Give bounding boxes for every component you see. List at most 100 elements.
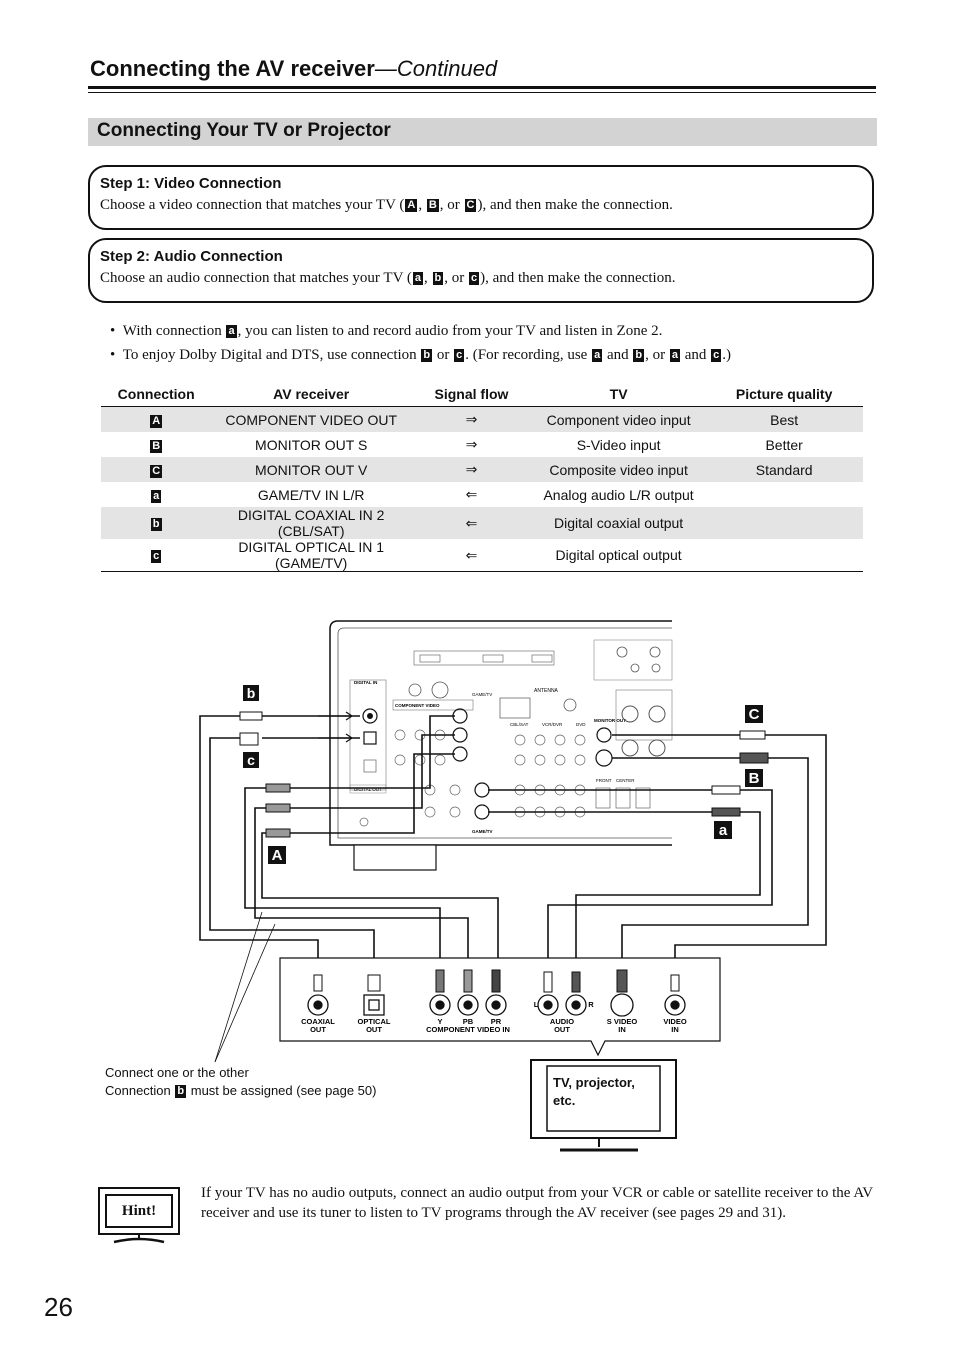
front-label: FRONT	[596, 778, 612, 783]
digital-in-label: DIGITAL IN	[354, 680, 377, 685]
page-header-title: Connecting the AV receiver—Continued	[90, 56, 498, 81]
diagram-tags: b c A C B a	[243, 685, 763, 864]
table-cell: S-Video input	[576, 436, 661, 453]
video-in-label-2: IN	[671, 1025, 679, 1034]
diagram-tag-C: C	[749, 706, 760, 723]
step2-text: Choose an audio connection that matches …	[100, 270, 676, 286]
table-row: b DIGITAL COAXIAL IN 2 (CBL/SAT) ⇐ Digit…	[101, 507, 863, 539]
conn-tag: c	[151, 550, 162, 563]
y-label: Y	[437, 1017, 442, 1026]
th-connection: Connection	[101, 382, 212, 407]
table-row: a GAME/TV IN L/R ⇐ Analog audio L/R outp…	[101, 482, 863, 507]
note-leader-lines	[214, 911, 276, 1063]
step2-title: Step 2: Audio Connection	[100, 248, 283, 265]
diagram-tag-b: b	[247, 685, 256, 701]
diagram-tag-A: A	[272, 847, 283, 864]
tv-icon	[530, 1059, 677, 1152]
table-cell: ⇒	[411, 406, 532, 432]
component-video-in-label: COMPONENT VIDEO IN	[426, 1025, 510, 1034]
pb-label: PB	[463, 1017, 474, 1026]
table-cell: DIGITAL COAXIAL IN 2 (CBL/SAT)	[211, 507, 412, 539]
table-cell: MONITOR OUT S	[255, 436, 368, 453]
tv-connector-panel: COAXIAL OUT OPTICAL OUT Y PB PR COMPONEN…	[279, 957, 721, 1057]
audio-out-label-2: OUT	[554, 1025, 570, 1034]
cable-plugs	[239, 711, 769, 838]
svideo-in-label: S VIDEO	[607, 1017, 638, 1026]
diagram-tag-a: a	[719, 822, 728, 839]
cables	[199, 715, 827, 975]
component-video-label: COMPONENT VIDEO	[395, 703, 440, 708]
hint-text: If your TV has no audio outputs, connect…	[201, 1185, 873, 1221]
table-cell	[705, 539, 863, 572]
tag-a: a	[412, 272, 423, 285]
bullet-dolby: • To enjoy Dolby Digital and DTS, use co…	[110, 347, 732, 363]
th-av-receiver: AV receiver	[211, 382, 412, 407]
table-cell: ⇐	[411, 539, 532, 572]
table-cell: Analog audio L/R output	[543, 486, 694, 503]
tag-C: C	[464, 199, 477, 212]
th-tv: TV	[531, 382, 706, 407]
table-row: B MONITOR OUT S ⇒ S-Video input Better	[101, 432, 863, 457]
coaxial-out-label-2: OUT	[310, 1025, 326, 1034]
header-rule-thick	[88, 86, 876, 89]
section-title: Connecting Your TV or Projector	[97, 120, 391, 141]
pr-label: PR	[491, 1017, 502, 1026]
table-cell: GAME/TV IN L/R	[257, 486, 365, 503]
coaxial-out-label: COAXIAL	[301, 1017, 335, 1026]
game-tv-top-label: GAME/TV	[472, 692, 492, 697]
note-line1: Connect one or the other	[105, 1065, 249, 1080]
table-header-row: Connection AV receiver Signal flow TV Pi…	[101, 382, 863, 407]
digital-out-label: DIGITAL OUT	[354, 787, 382, 792]
step1-text: Choose a video connection that matches y…	[100, 197, 673, 213]
table-row: C MONITOR OUT V ⇒ Composite video input …	[101, 457, 863, 482]
step2-box: Step 2: Audio Connection Choose an audio…	[88, 238, 874, 303]
conn-tag: C	[150, 464, 163, 478]
tag-B: B	[426, 199, 439, 212]
conn-tag: a	[151, 489, 162, 503]
header-rule-thin	[88, 92, 876, 93]
monitor-out-label: MONITOR OUT	[594, 718, 626, 723]
note-connect-one: Connect one or the other Connection b mu…	[105, 1064, 376, 1100]
tag-b: b	[432, 272, 444, 285]
table-cell: Component video input	[531, 406, 706, 432]
table-cell: ⇐	[465, 486, 478, 502]
flow-arrows	[318, 711, 354, 743]
table-cell: Digital coaxial output	[531, 507, 706, 539]
table-cell: Digital optical output	[531, 539, 706, 572]
cbl-sat-label: CBL/SAT	[510, 722, 529, 727]
r-label: R	[588, 1000, 594, 1009]
connection-table: Connection AV receiver Signal flow TV Pi…	[101, 382, 863, 572]
antenna-label: ANTENNA	[534, 688, 559, 694]
receiver-rear-panel: DIGITAL IN DIGITAL OUT COMPONENT VIDEO G…	[329, 620, 673, 871]
hint-label: Hint!	[105, 1194, 173, 1228]
page-header-suffix: —Continued	[374, 56, 498, 81]
video-in-label: VIDEO	[663, 1017, 687, 1026]
optical-out-label: OPTICAL	[358, 1017, 391, 1026]
conn-tag: B	[150, 439, 163, 453]
conn-tag: A	[150, 414, 163, 428]
vcr-dvr-label: VCR/DVR	[542, 722, 563, 727]
diagram-tag-B: B	[749, 770, 760, 787]
svideo-in-label-2: IN	[618, 1025, 626, 1034]
table-cell: COMPONENT VIDEO OUT	[211, 406, 412, 432]
optical-out-label-2: OUT	[366, 1025, 382, 1034]
tag-c: c	[468, 272, 480, 285]
dvd-label: DVD	[576, 722, 586, 727]
table-cell: Composite video input	[531, 457, 706, 482]
step1-box: Step 1: Video Connection Choose a video …	[88, 165, 874, 230]
table-cell: MONITOR OUT V	[211, 457, 412, 482]
table-cell	[705, 507, 863, 539]
audio-out-label: AUDIO	[550, 1017, 574, 1026]
table-cell: Better	[765, 436, 803, 453]
page-number: 26	[44, 1292, 73, 1322]
note-line2: Connection b must be assigned (see page …	[105, 1083, 377, 1098]
step1-title: Step 1: Video Connection	[100, 175, 282, 192]
center-label: CENTER	[616, 778, 635, 783]
table-cell: DIGITAL OPTICAL IN 1 (GAME/TV)	[211, 539, 412, 572]
table-row: A COMPONENT VIDEO OUT ⇒ Component video …	[101, 406, 863, 432]
th-picture-quality: Picture quality	[705, 382, 863, 407]
tag-A: A	[405, 199, 418, 212]
bullet-zone2: • With connection a, you can listen to a…	[110, 323, 663, 339]
game-tv-label: GAME/TV	[472, 829, 493, 834]
